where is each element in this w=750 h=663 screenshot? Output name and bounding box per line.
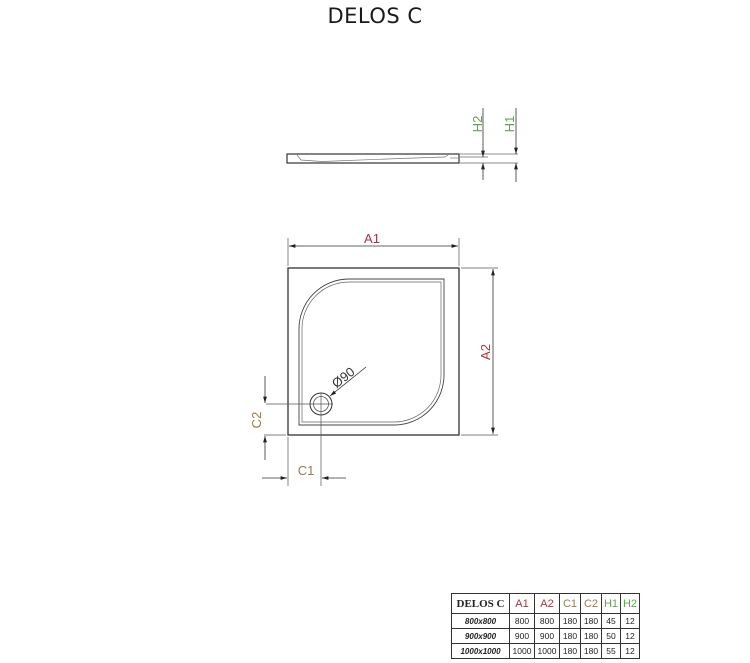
a2-cell: 800 [534, 613, 560, 629]
c2-cell: 180 [580, 643, 602, 659]
drain-diameter-label: Ø90 [329, 364, 358, 391]
h2-cell: 12 [620, 643, 640, 659]
table-row: 1000x1000 1000 1000 180 180 55 12 [451, 643, 640, 659]
a2-cell: 1000 [534, 643, 560, 659]
table-row: 800x800 800 800 180 180 45 12 [451, 613, 640, 629]
c2-label: C2 [249, 412, 264, 429]
table-header-h2: H2 [620, 593, 640, 614]
table-header-c2: C2 [580, 593, 602, 614]
c1-cell: 180 [559, 613, 581, 629]
top-view [262, 238, 498, 486]
side-view [286, 108, 518, 182]
table-header-a1: A1 [509, 593, 535, 614]
c1-cell: 180 [559, 628, 581, 644]
table-row: 900x900 900 900 180 180 50 12 [451, 628, 640, 644]
h1-cell: 50 [601, 628, 621, 644]
c1-label: C1 [298, 463, 315, 478]
c1-cell: 180 [559, 643, 581, 659]
dimension-table: DELOS C A1 A2 C1 C2 H1 H2 800x800 800 80… [451, 593, 640, 659]
size-cell: 800x800 [451, 613, 510, 629]
page-title: DELOS C [327, 4, 423, 28]
table-header-row: DELOS C A1 A2 C1 C2 H1 H2 [451, 593, 640, 614]
h2-cell: 12 [620, 613, 640, 629]
h1-label: H1 [502, 116, 517, 133]
a2-cell: 900 [534, 628, 560, 644]
h1-cell: 45 [601, 613, 621, 629]
table-header-h1: H1 [601, 593, 621, 614]
size-cell: 1000x1000 [451, 643, 510, 659]
h1-cell: 55 [601, 643, 621, 659]
h2-label: H2 [470, 116, 485, 133]
a1-cell: 800 [509, 613, 535, 629]
table-header-c1: C1 [559, 593, 581, 614]
a1-cell: 1000 [509, 643, 535, 659]
a1-cell: 900 [509, 628, 535, 644]
size-cell: 900x900 [451, 628, 510, 644]
c2-cell: 180 [580, 613, 602, 629]
table-header-a2: A2 [534, 593, 560, 614]
c2-cell: 180 [580, 628, 602, 644]
table-header-model: DELOS C [451, 593, 510, 614]
a1-label: A1 [364, 231, 380, 246]
h2-cell: 12 [620, 628, 640, 644]
a2-label: A2 [478, 344, 493, 360]
